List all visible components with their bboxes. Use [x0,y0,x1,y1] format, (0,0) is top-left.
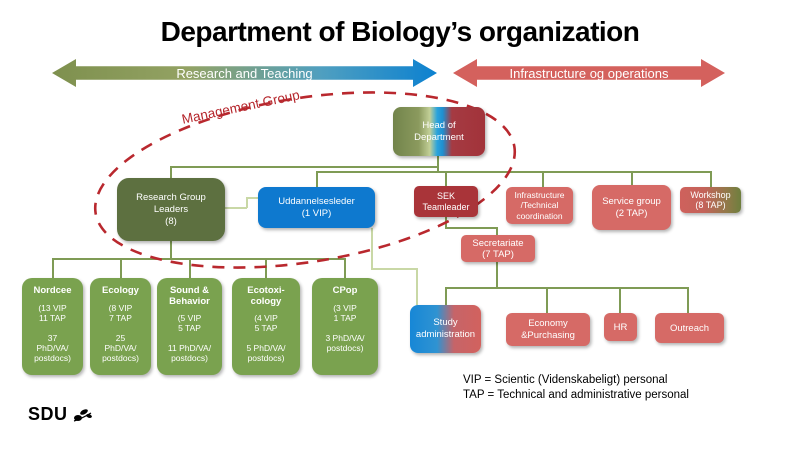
connector-line [52,258,54,278]
group-staffing: (5 VIP 5 TAP 11 PhD/VA/ postdocs) [167,313,212,363]
node-research-group-leaders: Research Group Leaders (8) [117,178,225,241]
sdu-logo: SDU [28,404,93,425]
connector-line [52,258,345,260]
node-label: SEK Teamleader [422,190,470,212]
connector-line [631,171,633,185]
connector-line [710,171,712,187]
node-sound-and-behavior: Sound & Behavior (5 VIP 5 TAP 11 PhD/VA/… [157,278,222,375]
sdu-leaf-icon [73,408,92,422]
group-staffing: (4 VIP 5 TAP 5 PhD/VA/ postdocs) [246,313,286,363]
node-label: Service group (2 TAP) [602,195,661,219]
group-title: Sound & Behavior [169,285,210,307]
connector-line [371,268,417,270]
connector-line [546,287,548,313]
node-workshop: Workshop (8 TAP) [680,187,741,213]
connector-line [445,227,497,229]
research-teaching-arrow-label: Research and Teaching [176,65,313,81]
node-sek-teamleader: SEK Teamleader [414,186,478,217]
connector-line [225,207,247,209]
connector-line [246,197,258,199]
page-title: Department of Biology’s organization [160,16,640,47]
group-staffing: (13 VIP 11 TAP 37 PhD/VA/ postdocs) [34,302,71,363]
connector-line [189,258,191,278]
connector-line [170,241,172,259]
legend-vip: VIP = Scientic (Videnskabeligt) personal [463,374,668,386]
group-title: CPop [332,285,358,296]
legend-tap: TAP = Technical and administrative perso… [463,389,689,401]
node-label: Outreach [669,322,710,334]
connector-line [170,166,172,178]
connector-line [445,287,688,289]
connector-line [416,268,418,305]
node-nordcee: Nordcee (13 VIP 11 TAP 37 PhD/VA/ postdo… [22,278,83,375]
management-group-label: Management Group [180,87,302,127]
infrastructure-operations-arrow: Infrastructure og operations [453,59,725,87]
node-outreach: Outreach [655,313,724,343]
connector-line [542,171,544,187]
node-label: Economy &Purchasing [521,318,575,341]
connector-line [496,262,498,288]
node-label: HR [613,321,628,333]
connector-line [687,287,689,313]
connector-line [120,258,122,278]
connector-line [344,258,346,278]
group-title: Nordcee [33,285,72,296]
connector-line [316,171,318,187]
node-label: Study administration [415,317,476,340]
connector-line [619,287,621,313]
node-economy-purchasing: Economy &Purchasing [506,313,590,346]
node-infrastructure-technical-coordination: Infrastructure /Technical coordination [506,187,573,224]
node-study-administration: Study administration [410,305,481,353]
connector-line [445,287,447,305]
connector-line [496,227,498,235]
sdu-logo-text: SDU [28,404,68,424]
node-label: Uddannelsesleder (1 VIP) [278,195,355,219]
connector-line [445,171,447,186]
group-title: Ecology [102,285,139,296]
node-uddannelsesleder: Uddannelsesleder (1 VIP) [258,187,375,228]
group-title: Ecotoxi- cology [247,285,285,307]
node-ecology: Ecology (8 VIP 7 TAP 25 PhD/VA/ postdocs… [90,278,151,375]
node-ecotoxicology: Ecotoxi- cology (4 VIP 5 TAP 5 PhD/VA/ p… [232,278,300,375]
infrastructure-operations-arrow-label: Infrastructure og operations [509,65,669,81]
group-staffing: (8 VIP 7 TAP 25 PhD/VA/ postdocs) [102,302,139,363]
node-label: Research Group Leaders (8) [136,191,206,227]
connector-line [246,197,248,208]
research-teaching-arrow: Research and Teaching [52,59,437,87]
connector-line [316,171,711,173]
connector-line [437,155,439,172]
connector-line [371,228,373,269]
connector-line [170,166,439,168]
node-label: Infrastructure /Technical coordination [514,189,565,221]
node-cpop: CPop (3 VIP 1 TAP 3 PhD/VA/ postdocs) [312,278,378,375]
node-secretariate: Secretariate (7 TAP) [461,235,535,262]
connector-line [265,258,267,278]
node-hr: HR [604,313,637,341]
node-service-group: Service group (2 TAP) [592,185,671,230]
node-label: Workshop (8 TAP) [690,189,731,211]
node-label: Secretariate (7 TAP) [472,237,524,260]
group-staffing: (3 VIP 1 TAP 3 PhD/VA/ postdocs) [325,302,365,353]
node-label: Head of Department [414,120,464,143]
legend: VIP = Scientic (Videnskabeligt) personal… [463,373,689,403]
node-head-of-department: Head of Department [393,107,485,156]
